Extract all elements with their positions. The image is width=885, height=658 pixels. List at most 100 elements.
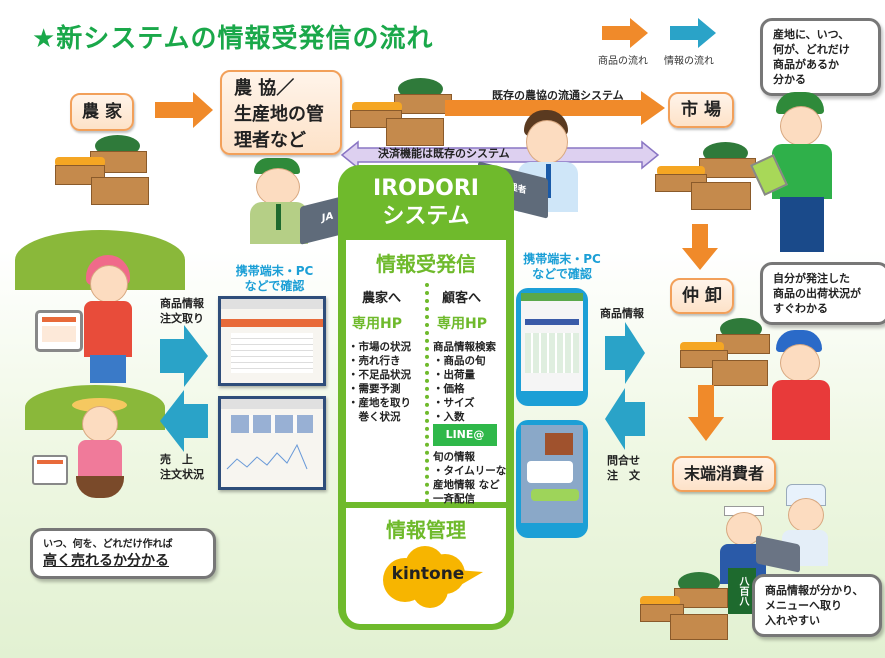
list-item: 商品情報検索: [433, 341, 496, 353]
left-confirm-label: 携帯端末・PC などで確認: [222, 264, 327, 294]
sales-mini-chart-icon: [226, 443, 308, 470]
ja-node-line: 農 協／: [234, 78, 295, 99]
tablet-illustration: [35, 310, 83, 352]
pc-screen-sales-chart: [218, 396, 326, 490]
vegetable-crates-illustration: [655, 140, 756, 212]
wholesaler-worker-illustration: [772, 330, 832, 440]
label-line: 携帯端末・PC: [523, 252, 601, 266]
bubble-line: 分かる: [773, 73, 806, 86]
bubble-line: いつ、何を、どれだけ作れば: [43, 539, 173, 550]
info-flow-right-arrow-icon: [605, 322, 645, 384]
label-line: 注 文: [607, 469, 640, 482]
bubble-line: すぐわかる: [773, 302, 828, 315]
line-info-list: 旬の情報 ・タイムリーな 産地情報 など 一斉配信: [433, 450, 506, 506]
farmer-hp-heading: 専用HP: [352, 316, 402, 332]
apron-text: 八百八: [728, 568, 756, 614]
wholesaler-node: 仲 卸: [670, 278, 734, 314]
kintone-label: kintone: [391, 564, 465, 584]
system-name-line2: システム: [382, 204, 470, 229]
column-divider: [425, 283, 429, 503]
product-info-label: 商品情報 注文取り: [160, 296, 204, 326]
label-line: などで確認: [532, 267, 592, 281]
bubble-line: メニューへ取り: [765, 599, 842, 612]
bubble-line: 産地に、いつ、: [773, 28, 850, 41]
farmer-speech-bubble: いつ、何を、どれだけ作れば 高く売れるか分かる: [30, 528, 216, 579]
customer-info-list: 商品情報検索 ・商品の旬 ・出荷量 ・価格 ・サイズ ・入数: [433, 340, 496, 424]
bubble-line: 商品の出荷状況が: [773, 287, 861, 300]
system-name-line1: IRODORI: [373, 176, 479, 201]
right-confirm-label: 携帯端末・PC などで確認: [512, 252, 612, 282]
end-consumer-node: 末端消費者: [672, 456, 776, 492]
info-flow-left-arrow-icon: [605, 388, 645, 450]
bubble-line: 入れやすい: [765, 614, 820, 627]
list-item: ・商品の旬: [433, 355, 486, 367]
kintone-cloud-logo-icon: [383, 546, 483, 608]
list-item: 巻く状況: [348, 411, 401, 423]
payment-system-label: 決済機能は既存のシステム: [378, 147, 510, 160]
farmer-grandma-illustration: [72, 398, 127, 498]
monitor-illustration: [32, 455, 68, 485]
farmer-node: 農 家: [70, 93, 134, 131]
list-item: 産地情報 など: [433, 479, 500, 491]
smartphone-search-screen: [516, 288, 588, 406]
label-line: 注文取り: [160, 312, 204, 325]
vegetable-crates-illustration: [680, 318, 770, 388]
to-farmers-heading: 農家へ: [362, 291, 402, 306]
label-line: 携帯端末・PC: [235, 264, 314, 278]
farmer-info-list: ・市場の状況 ・売れ行き ・不足品状況 ・需要予測 ・産地を取り 巻く状況: [348, 340, 411, 424]
sales-status-label: 売 上 注文状況: [160, 452, 204, 482]
market-speech-bubble: 産地に、いつ、 何が、どれだけ 商品があるか 分かる: [760, 18, 881, 96]
inquiry-order-label: 問合せ 注 文: [607, 453, 640, 483]
consumer-speech-bubble: 商品情報が分かり、 メニューへ取り 入れやすい: [752, 574, 882, 637]
list-item: 旬の情報: [433, 451, 475, 463]
label-line: 売 上: [160, 453, 193, 466]
info-management-heading: 情報管理: [386, 518, 466, 542]
customer-hp-heading: 専用HP: [437, 316, 487, 332]
bubble-line: 高く売れるか分かる: [43, 553, 169, 569]
goods-flow-down-arrow-icon: [688, 385, 724, 441]
info-flow-legend-label: 情報の流れ: [664, 56, 714, 67]
list-item: ・サイズ: [433, 397, 475, 409]
ja-node-line: 理者など: [234, 130, 306, 151]
list-item: ・不足品状況: [348, 369, 411, 381]
label-line: 注文状況: [160, 468, 204, 481]
smartphone-line-chat-screen: [516, 420, 588, 538]
page-title: ★新システムの情報受発信の流れ: [32, 24, 434, 54]
payment-double-arrow-icon: [340, 140, 660, 170]
market-worker-illustration: [770, 92, 840, 252]
bubble-line: 自分が発注した: [773, 272, 850, 285]
ja-node: 農 協／ 生産地の管 理者など: [220, 70, 342, 155]
goods-flow-down-arrow-icon: [682, 224, 718, 270]
list-item: ・市場の状況: [348, 341, 411, 353]
goods-flow-legend-arrow-icon: [602, 18, 648, 48]
list-item: ・産地を取り: [348, 397, 411, 409]
label-line: 商品情報: [160, 297, 204, 310]
list-item: ・入数: [433, 411, 465, 423]
line-at-badge: LINE@: [433, 424, 497, 446]
label-line: などで確認: [244, 279, 305, 293]
list-item: ・タイムリーな: [433, 465, 507, 477]
info-flow-legend-arrow-icon: [670, 18, 716, 48]
info-flow-right-arrow-icon: [160, 325, 208, 387]
list-item: ・需要予測: [348, 383, 401, 395]
list-item: ・価格: [433, 383, 465, 395]
list-item: ・出荷量: [433, 369, 475, 381]
cook-illustration: [780, 484, 828, 566]
bubble-line: 商品があるか: [773, 58, 839, 71]
ja-person-illustration: [250, 158, 310, 244]
existing-distribution-arrow-icon: [445, 91, 665, 125]
info-flow-left-arrow-icon: [160, 390, 208, 452]
pc-screen-order-list: [218, 296, 326, 386]
wholesaler-speech-bubble: 自分が発注した 商品の出荷状況が すぐわかる: [760, 262, 885, 325]
farmer-woman-illustration: [80, 255, 135, 385]
existing-distribution-label: 既存の農協の流通システム: [492, 89, 624, 102]
list-item: 一斉配信: [433, 493, 475, 505]
list-item: ・売れ行き: [348, 355, 401, 367]
bubble-line: 何が、どれだけ: [773, 43, 850, 56]
vegetable-crates-illustration: [350, 78, 452, 146]
info-exchange-heading: 情報受発信: [376, 252, 476, 276]
goods-flow-arrow-icon: [155, 92, 213, 128]
vegetable-crates-illustration: [640, 572, 730, 642]
goods-flow-legend-label: 商品の流れ: [598, 56, 648, 67]
bubble-line: 商品情報が分かり、: [765, 584, 864, 597]
